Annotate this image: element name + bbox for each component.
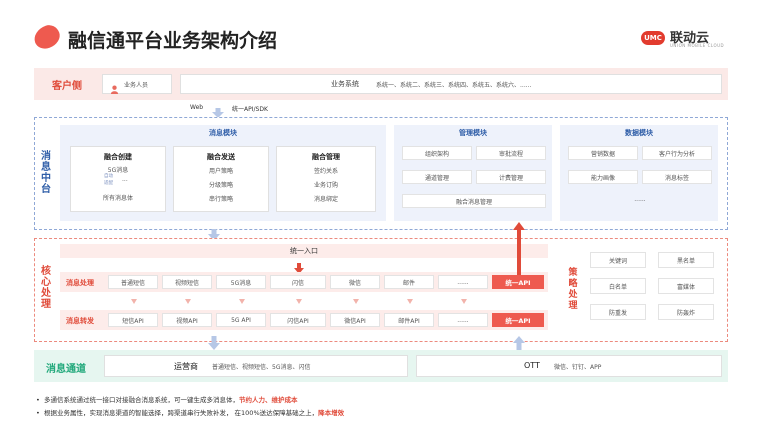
row-arrows [60, 293, 548, 304]
bullet-dot: • [36, 409, 44, 417]
strategy-cell: 白名单 [590, 278, 646, 294]
user-label: 业务人员 [124, 82, 149, 89]
bullet-highlight: 节约人力、维护成本 [238, 396, 298, 404]
fusion-send-item: 串行策略 [208, 196, 233, 203]
fusion-create-note2: 适配 [104, 181, 113, 186]
strategy-cell: 富媒体 [658, 278, 714, 294]
process-cell: ...... [438, 275, 488, 289]
process-cell: 普通短信 [108, 275, 158, 289]
unified-entry-bar [60, 244, 548, 258]
data-cell: 客户行为分析 [642, 146, 712, 160]
user-box [102, 74, 172, 94]
forward-cell: 闪信API [270, 313, 326, 327]
message-forward-label: 消息转发 [66, 317, 94, 325]
business-system-box [180, 74, 722, 94]
brand-badge: UMC [641, 31, 665, 45]
down-arrow-icon [208, 226, 220, 241]
unified-api-button: 统一API [492, 313, 544, 327]
bullet-text: 多通信系统通过统一接口对接融合消息系统，可一键生成多消息体， [43, 396, 239, 404]
forward-cell: 邮件API [384, 313, 434, 327]
process-cell: 邮件 [384, 275, 434, 289]
user-icon [110, 79, 119, 94]
message-channel-label: 消息通道 [46, 364, 86, 375]
bullet-highlight: 降本增效 [318, 409, 345, 417]
process-cell: 微信 [330, 275, 380, 289]
data-module-title: 数据模块 [625, 129, 653, 137]
forward-cell: 短信API [108, 313, 158, 327]
bullet-item: • 根据业务属性，实现消息渠道的智能选择，跨渠道串行失败补发， 在100%送达保… [36, 407, 344, 417]
fusion-create-card [70, 146, 166, 212]
ott-box [416, 355, 722, 377]
process-cell: 闪信 [270, 275, 326, 289]
fusion-manage-item: 业务订购 [313, 182, 338, 189]
message-module-title: 消息模块 [209, 129, 237, 137]
api-label: 统一API/SDK [232, 106, 268, 113]
web-label: Web [190, 104, 204, 111]
operator-box [104, 355, 408, 377]
strategy-cell: 黑名单 [658, 252, 714, 268]
fusion-manage-card [276, 146, 376, 212]
web-arrow-icon [209, 103, 227, 118]
brand-name: 联动云 [670, 31, 710, 46]
mgmt-cell: 审批流程 [476, 146, 546, 160]
fusion-manage-item: 签约关系 [313, 168, 338, 175]
management-module-title: 管理模块 [459, 129, 487, 137]
forward-cell: 视频API [162, 313, 212, 327]
strategy-cell: 防重发 [590, 304, 646, 320]
fusion-create-note: 自动 [104, 174, 113, 179]
operator-title: 运营商 [174, 362, 198, 371]
forward-cell: 微信API [330, 313, 380, 327]
process-cell: 视频短信 [162, 275, 212, 289]
data-ellipsis: ...... [634, 196, 646, 203]
message-process-label: 消息处理 [66, 279, 94, 287]
unified-entry-label: 统一入口 [290, 247, 318, 255]
fusion-send-item: 分级策略 [208, 182, 233, 189]
business-system-list: 系统一、系统二、系统三、系统四、系统五、系统六、...... [376, 82, 532, 89]
ott-title: OTT [524, 361, 540, 370]
mgmt-cell: 通道管理 [402, 170, 472, 184]
fusion-manage-title: 融合管理 [312, 153, 340, 161]
fusion-manage-item: 消息绑定 [313, 196, 338, 203]
mgmt-cell: 计费管理 [476, 170, 546, 184]
bullet-text: 根据业务属性，实现消息渠道的智能选择，跨渠道串行失败补发， 在100%送达保障基… [43, 409, 319, 417]
fusion-send-card [173, 146, 269, 212]
forward-cell: ...... [438, 313, 488, 327]
core-processing-label: 核心处理 [41, 266, 51, 310]
mgmt-cell: 组织架构 [402, 146, 472, 160]
up-arrow-icon [513, 335, 525, 350]
forward-cell: 5G API [216, 313, 266, 327]
business-system-title: 业务系统 [331, 80, 359, 88]
down-arrow-icon [208, 335, 220, 350]
process-cell: 5G消息 [216, 275, 266, 289]
logo-blob-icon [31, 22, 63, 52]
data-cell: 营销数据 [568, 146, 638, 160]
red-down-arrow-icon [294, 259, 304, 274]
mgmt-wide-cell: 融合消息管理 [402, 194, 546, 208]
strategy-label: 策略处理 [568, 268, 578, 311]
strategy-cell: 防轰炸 [658, 304, 714, 320]
red-up-arrow-icon [513, 222, 525, 275]
brand-subtitle: UNION MOBILE CLOUD [670, 43, 725, 48]
fusion-send-item: 用户策略 [208, 168, 233, 175]
unified-api-button: 统一API [492, 275, 544, 289]
fusion-send-title: 融合发送 [207, 153, 235, 161]
bullet-dot: • [36, 396, 44, 404]
customer-label: 客户侧 [52, 81, 82, 92]
data-cell: 能力画像 [568, 170, 638, 184]
ott-list: 微信、钉钉、APP [554, 364, 602, 371]
data-cell: 消息标签 [642, 170, 712, 184]
fusion-create-item: 所有消息体 [102, 195, 133, 202]
operator-list: 普通短信、视频短信、5G消息、闪信 [212, 364, 311, 371]
bullet-item: • 多通信系统通过统一接口对接融合消息系统，可一键生成多消息体，节约人力、维护成… [36, 394, 297, 404]
message-center-label: 消息中台 [41, 151, 51, 195]
fusion-create-title: 融合创建 [104, 153, 132, 161]
page-title: 融信通平台业务架构介绍 [68, 30, 278, 52]
fusion-create-item: ... [122, 176, 128, 183]
fusion-create-item: 5G消息 [107, 167, 129, 174]
strategy-cell: 关键词 [590, 252, 646, 268]
